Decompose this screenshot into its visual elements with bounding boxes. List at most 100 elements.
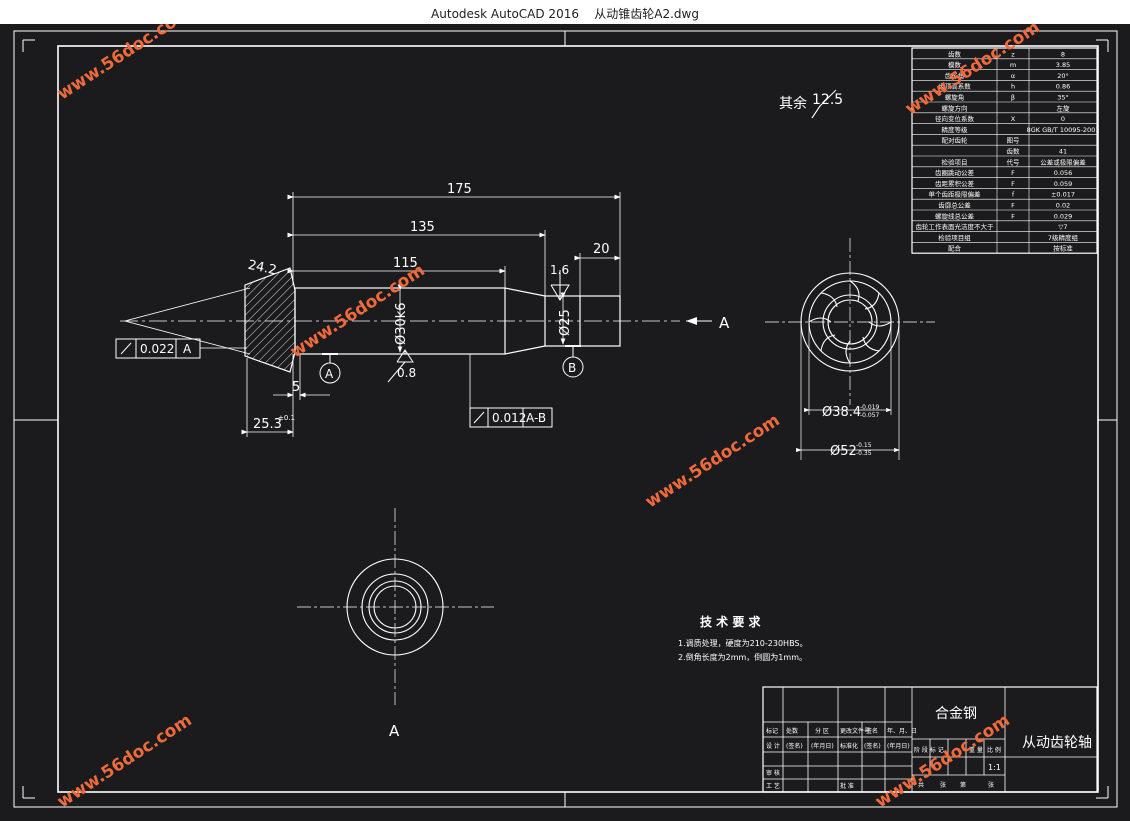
rough-0-8: 0.8 [397, 366, 416, 380]
dim-115: 115 [393, 256, 418, 271]
watermarks: www.56doc.com www.56doc.com www.56doc.co… [54, 2, 1044, 812]
params-cell-12-1: F [1011, 180, 1015, 188]
datum-a-label: A [325, 367, 334, 381]
watermark-5: www.56doc.com [54, 710, 196, 812]
title-block-text: 合金钢 从动齿轮轴 1:1 标记 处数 分 区 更改文件号 签名 年、月、日 设… [766, 706, 1092, 790]
params-cell-4-1: β [1011, 94, 1015, 102]
tb-stage-label: 阶 段 标 记 [914, 746, 944, 754]
title-block [762, 686, 1098, 793]
tb-row1-4: 签名 [866, 727, 878, 735]
params-cell-16-2: ▽7 [1058, 223, 1067, 231]
section-arrow-label: A [719, 314, 730, 332]
params-cell-14-0: 齿廓总公差 [938, 201, 971, 210]
params-cell-17-2: 7级精度组 [1048, 233, 1079, 242]
params-cell-14-2: 0.02 [1056, 202, 1070, 210]
params-cell-11-1: F [1011, 169, 1015, 177]
tb-row3-0: 审 核 [766, 769, 780, 777]
dim-175: 175 [447, 182, 472, 197]
params-cell-13-0: 单个齿距极限偏差 [929, 190, 982, 199]
shaft-front-view[interactable] [120, 267, 680, 373]
dim-phi52-lower: -0.35 [856, 450, 872, 457]
params-cell-13-1: f [1012, 191, 1015, 199]
params-cell-3-0: 齿顶高系数 [938, 82, 971, 91]
dimension-labels: 175 135 115 20 24.2 25.3 ±0.1 5 Ø30k6 Ø2… [246, 182, 609, 432]
app-name: Autodesk AutoCAD 2016 [431, 7, 579, 21]
params-table-frame [911, 47, 1098, 254]
datum-b-label: B [568, 361, 576, 375]
section-view-a[interactable] [297, 508, 494, 705]
watermark-2: www.56doc.com [902, 24, 1044, 119]
params-cell-10-1: 代号 [1007, 157, 1021, 166]
params-cell-6-1: X [1011, 115, 1016, 123]
params-cell-1-0: 模数 [948, 60, 962, 69]
params-cell-10-0: 检验项目 [942, 157, 968, 166]
dim-5: 5 [292, 380, 300, 395]
roughness-labels: 1.6 0.8 其余 12.5 [397, 92, 843, 380]
dim-25-3: 25.3 [253, 417, 282, 432]
params-cell-15-0: 螺旋线总公差 [935, 211, 975, 220]
dim-phi38-4-lower: -0.057 [860, 412, 880, 419]
window-title: Autodesk AutoCAD 2016 从动锥齿轮A2.dwg [0, 5, 1130, 22]
dim-phi38-4: Ø38.4 [822, 405, 861, 420]
tb-row2-2: (年月日) [811, 742, 834, 750]
tb-row1-3: 更改文件号 [840, 727, 870, 735]
sheet-border [13, 30, 1118, 808]
params-cell-13-2: ±0.017 [1051, 191, 1075, 199]
dim-25-3-tol: ±0.1 [278, 414, 295, 422]
tb-row2-5: (年月日) [887, 742, 910, 750]
params-cell-11-0: 齿圈跳动公差 [935, 168, 975, 177]
params-cell-12-2: 0.059 [1054, 180, 1073, 188]
params-cell-1-2: 3.85 [1056, 61, 1070, 69]
params-cell-0-0: 齿数 [948, 49, 962, 58]
roughness-symbols [387, 89, 837, 383]
params-cell-2-1: α [1011, 72, 1015, 80]
tol1-ref: A [183, 342, 192, 356]
params-cell-12-0: 齿距累积公差 [935, 179, 975, 188]
params-cell-0-1: z [1011, 50, 1015, 58]
rough-rest-value: 12.5 [812, 92, 843, 108]
tb-row2-3: 标准化 [840, 742, 858, 750]
notes-line-2: 2.倒角长度为2mm，倒圆为1mm。 [678, 652, 807, 662]
cone-line-upper [124, 287, 251, 322]
params-cell-10-2: 公差或极限偏差 [1040, 157, 1086, 166]
scale: 1:1 [988, 763, 1001, 772]
tol1-value: 0.022 [140, 342, 174, 356]
params-cell-16-0: 齿轮工作表面光洁度不大于 [916, 222, 995, 231]
window-titlebar: Autodesk AutoCAD 2016 从动锥齿轮A2.dwg [0, 0, 1130, 24]
tb-row4-1: 批 准 [840, 782, 854, 790]
rough-1-6: 1.6 [550, 263, 569, 277]
section-arrow: A [686, 314, 730, 332]
params-cell-6-2: 0 [1061, 115, 1065, 123]
tb-scale-label: 比 例 [987, 746, 1001, 754]
tb-sheet-1: 张 [940, 781, 946, 789]
params-cell-7-0: 精度等级 [942, 125, 969, 134]
params-cell-8-0: 配对齿轮 [942, 136, 969, 145]
params-cell-15-1: F [1011, 212, 1015, 220]
tb-weight-label: 重 量 [969, 746, 983, 754]
dim-phi38-4-upper: -0.019 [860, 404, 880, 411]
params-cell-4-2: 35° [1057, 94, 1069, 102]
params-cell-18-2: 按标准 [1053, 244, 1073, 253]
params-cell-18-0: 配合 [948, 244, 962, 253]
params-cell-6-0: 径向变位系数 [935, 114, 975, 123]
dim-phi52: Ø52 [830, 444, 857, 459]
dim-phi52-upper: -0.15 [856, 442, 872, 449]
bevel-gear-section [244, 267, 296, 373]
dim-24-2: 24.2 [246, 258, 277, 279]
params-cell-9-2: 41 [1059, 148, 1067, 156]
params-cell-4-0: 螺旋角 [945, 93, 965, 102]
dimensions [241, 192, 621, 437]
params-cell-14-1: F [1011, 202, 1015, 210]
section-view-label: A [389, 722, 400, 740]
dim-phi25: Ø25 [558, 309, 573, 336]
params-cell-2-0: 齿形角 [945, 71, 965, 80]
gear-end-view[interactable] [765, 238, 935, 460]
params-cell-11-2: 0.056 [1054, 169, 1073, 177]
rough-rest-label: 其余 [779, 95, 807, 112]
tb-row1-0: 标记 [766, 727, 778, 735]
tb-row2-0: 设 计 [766, 742, 780, 750]
tb-row1-2: 分 区 [815, 727, 829, 735]
tb-row2-1: (签名) [786, 742, 803, 750]
